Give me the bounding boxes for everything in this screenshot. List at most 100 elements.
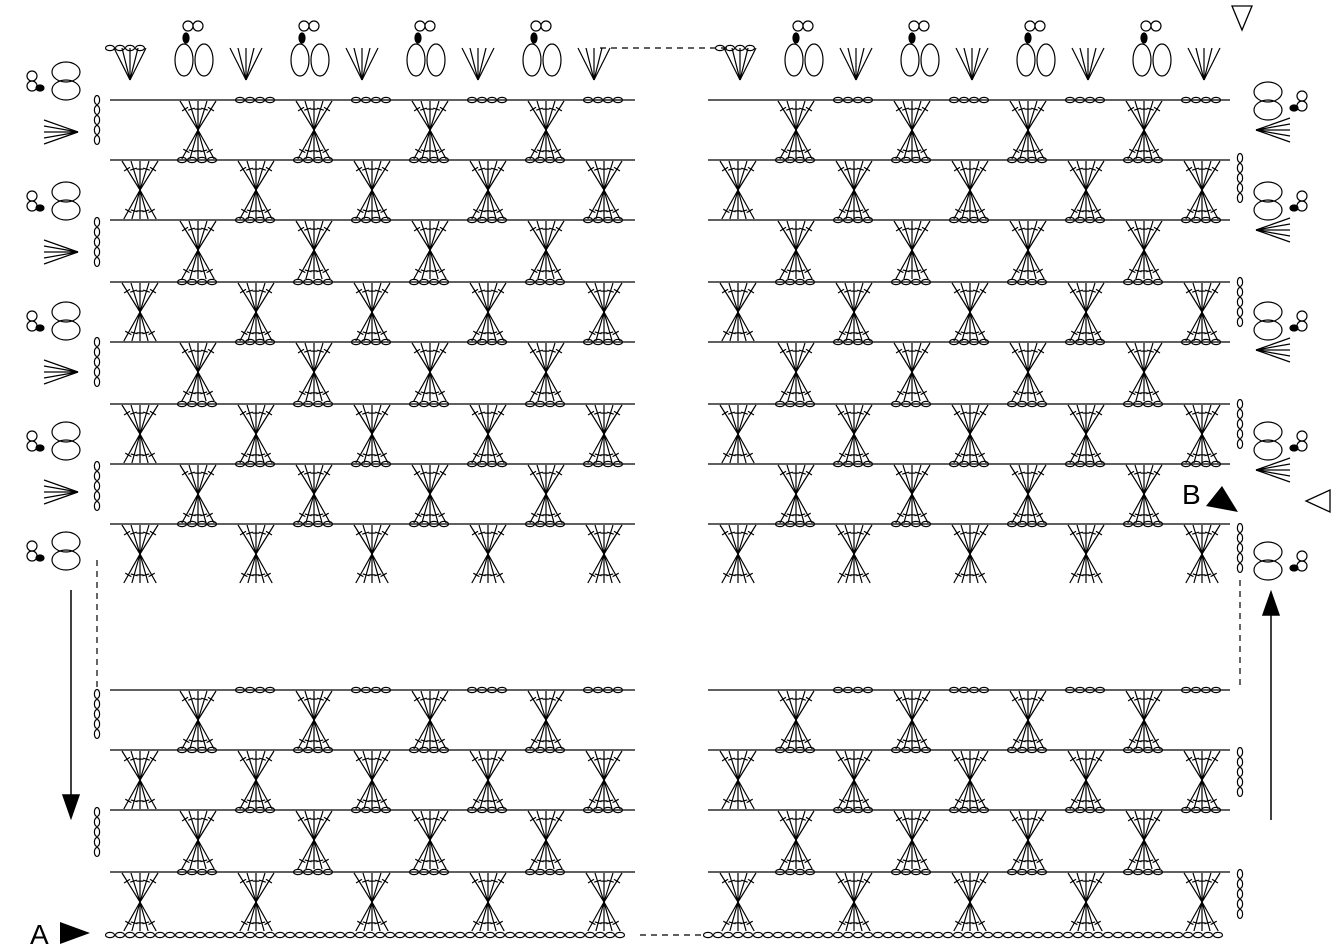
chain-stitch <box>904 932 913 937</box>
fan-stitch <box>44 366 78 372</box>
stitch-bar <box>838 411 844 415</box>
stitch-bar <box>266 167 272 171</box>
treble-stitch <box>238 161 256 190</box>
up-arrow-head <box>1263 592 1279 615</box>
stitch-bar <box>588 879 594 883</box>
treble-stitch <box>595 751 604 780</box>
chain-stitch <box>1237 174 1242 183</box>
picot <box>1297 321 1307 331</box>
treble-stitch <box>488 873 497 902</box>
treble-stitch <box>238 525 256 554</box>
chain-stitch <box>206 932 215 937</box>
treble-stitch <box>364 434 372 463</box>
stitch-bar <box>182 107 188 111</box>
treble-stitch <box>122 751 140 780</box>
treble-stitch <box>430 811 448 840</box>
stitch-bar <box>1012 817 1018 821</box>
treble-stitch <box>298 840 314 869</box>
stitch-bar <box>1070 167 1076 171</box>
treble-stitch <box>1126 811 1144 840</box>
chain-stitch <box>116 932 125 937</box>
chain-stitch <box>1237 308 1242 317</box>
chain-stitch <box>1194 932 1203 937</box>
treble-stitch <box>912 343 921 372</box>
treble-stitch <box>1028 372 1036 401</box>
treble-stitch <box>1202 902 1218 931</box>
treble-stitch <box>470 161 488 190</box>
treble-stitch <box>131 283 140 312</box>
treble-stitch <box>372 434 388 463</box>
stitch-bar <box>614 531 620 535</box>
fan-stitch <box>130 48 146 80</box>
chain-stitch <box>316 932 325 937</box>
treble-stitch <box>256 780 272 809</box>
stitch-bar <box>780 817 786 821</box>
chain-stitch <box>94 472 99 481</box>
treble-stitch <box>894 101 912 130</box>
stitch-bar <box>780 471 786 475</box>
treble-stitch <box>595 525 604 554</box>
stitch-bar <box>472 289 478 293</box>
treble-stitch <box>1028 221 1037 250</box>
treble-stitch <box>788 494 796 523</box>
treble-stitch <box>1028 130 1036 159</box>
stitch-bar <box>356 879 362 883</box>
treble-stitch <box>430 720 438 749</box>
treble-stitch <box>1086 780 1094 809</box>
fan-stitch <box>1256 130 1290 142</box>
treble-stitch <box>970 751 988 780</box>
treble-stitch <box>488 161 506 190</box>
chain-stitch <box>1237 164 1242 173</box>
chain-stitch <box>156 932 165 937</box>
treble-stitch <box>1202 902 1210 931</box>
treble-stitch <box>240 780 256 809</box>
treble-stitch <box>306 494 314 523</box>
stitch-bar <box>530 349 536 353</box>
treble-stitch <box>970 434 978 463</box>
treble-stitch <box>372 405 390 434</box>
treble-stitch <box>430 250 446 279</box>
stitch-bar <box>748 289 754 293</box>
treble-stitch <box>970 283 979 312</box>
treble-stitch <box>430 343 448 372</box>
stitch-bar <box>414 697 420 701</box>
treble-stitch <box>961 405 970 434</box>
treble-stitch <box>1144 372 1160 401</box>
treble-stitch <box>180 465 198 494</box>
treble-stitch <box>430 372 438 401</box>
chain-stitch <box>1237 524 1242 533</box>
chain-stitch <box>714 932 723 937</box>
stitch-bar <box>324 817 330 821</box>
treble-stitch <box>470 525 488 554</box>
treble-stitch <box>596 780 604 809</box>
treble-stitch <box>537 343 546 372</box>
treble-stitch <box>256 190 272 219</box>
stitch-bar <box>922 349 928 353</box>
treble-stitch <box>962 902 970 931</box>
treble-stitch <box>421 101 430 130</box>
chain-stitch <box>1074 932 1083 937</box>
treble-stitch <box>305 221 314 250</box>
treble-stitch <box>796 720 804 749</box>
treble-stitch <box>546 372 562 401</box>
chain-stitch <box>814 932 823 937</box>
chain-stitch <box>496 932 505 937</box>
chain-stitch <box>774 932 783 937</box>
treble-stitch <box>248 902 256 931</box>
stitch-bar <box>896 817 902 821</box>
treble-stitch <box>364 554 372 583</box>
treble-stitch <box>488 780 504 809</box>
treble-stitch <box>546 691 564 720</box>
treble-stitch <box>1020 494 1028 523</box>
treble-stitch <box>314 221 323 250</box>
treble-stitch <box>1144 691 1162 720</box>
treble-stitch <box>904 720 912 749</box>
treble-stitch <box>912 494 928 523</box>
treble-stitch <box>422 372 430 401</box>
treble-stitch <box>488 405 506 434</box>
treble-stitch <box>738 405 756 434</box>
treble-stitch <box>538 840 546 869</box>
treble-stitch <box>1028 465 1037 494</box>
treble-stitch <box>198 343 216 372</box>
chain-stitch <box>94 238 99 247</box>
